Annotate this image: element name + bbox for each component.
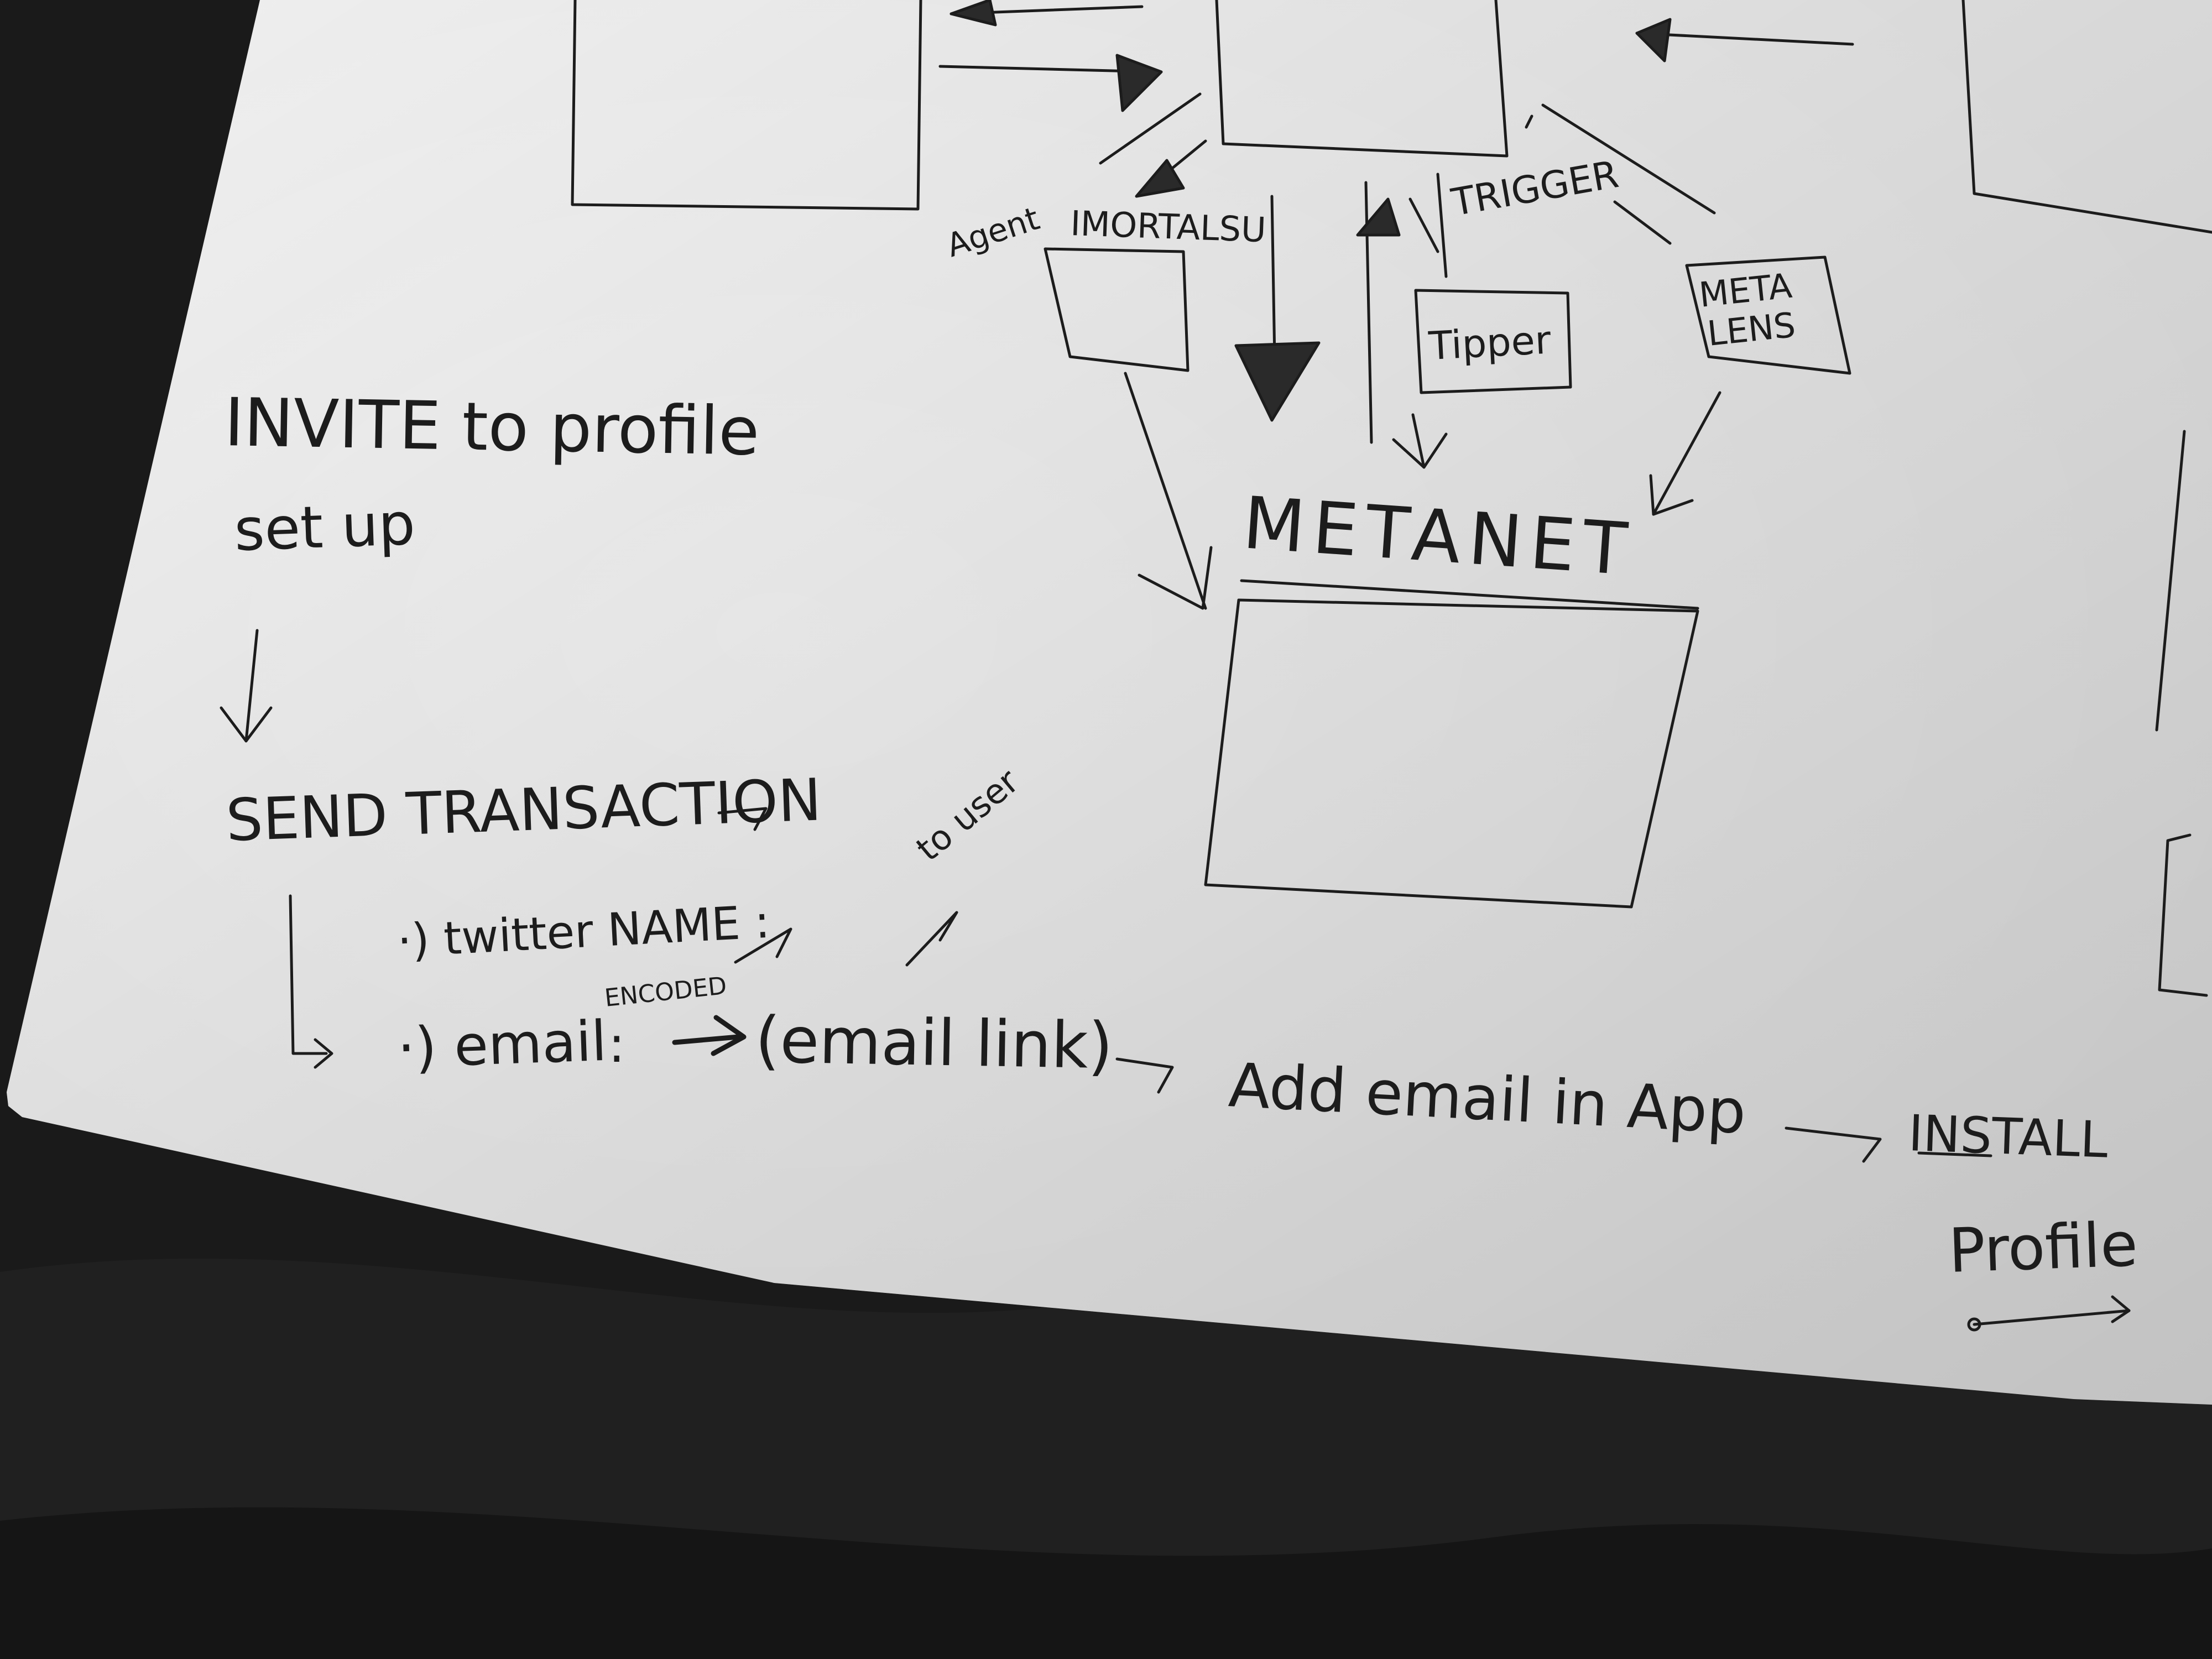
profile-underline-dot [1967, 1317, 1981, 1332]
send-arrow [717, 807, 768, 831]
flow-email-link: (email link) [755, 1003, 1114, 1083]
arrow-head-filled [1135, 159, 1185, 198]
metanet-underline [1240, 579, 1699, 610]
paper-shade [7, 0, 2212, 1405]
underline-install [1917, 1151, 1992, 1157]
arrow-line [1613, 200, 1672, 245]
metanet-box [1204, 598, 1699, 909]
install-arrow [1785, 1126, 1882, 1163]
arrow-line [1124, 372, 1207, 610]
arrow-line [1635, 32, 1854, 46]
label-lens: LENS [1705, 305, 1797, 354]
bracket-line [289, 894, 328, 1055]
arrow-head-filled [1115, 54, 1163, 112]
down-arrow-head [220, 706, 273, 743]
flow-profile: Profile [1947, 1209, 2138, 1286]
flow-invite-line2: set up [233, 491, 416, 564]
top-right-box [1961, 0, 2212, 234]
arrow-head-filled [950, 0, 997, 27]
email-link-arrow-head [711, 1015, 747, 1056]
bracket-arrow-head [314, 1038, 333, 1069]
right-edge-bracket [2158, 833, 2208, 997]
flow-install: INSTALL [1907, 1104, 2109, 1170]
link-arrow [905, 911, 958, 967]
arrow-line [1411, 413, 1426, 469]
down-arrow-line [244, 629, 259, 743]
arrow-line [1525, 114, 1533, 129]
tipper-box [1414, 289, 1572, 394]
top-center-box [1215, 0, 1509, 158]
fabric-fold [0, 1507, 2212, 1659]
arrow-line [1652, 391, 1721, 516]
arrow-line [1408, 197, 1439, 253]
profile-underline-arrow [1973, 1309, 2131, 1326]
metalens-box [1685, 255, 1851, 375]
arrow-head [1138, 546, 1213, 610]
arrow-head-filled [1234, 341, 1321, 422]
arrow-line [1541, 103, 1716, 215]
flow-email-colon: : [608, 1016, 625, 1074]
arrow-line [1270, 195, 1276, 361]
label-immortalsu: IMORTALSU [1070, 203, 1266, 250]
flow-email: ·) email [397, 1009, 608, 1081]
arrow-line [1099, 92, 1202, 165]
add-email-arrow [1115, 1057, 1174, 1094]
right-edge-bracket [2155, 430, 2186, 732]
profile-underline-head [2111, 1295, 2131, 1323]
arrow-line [1436, 173, 1448, 278]
email-link-arrow [672, 1034, 741, 1045]
label-meta: META [1697, 265, 1794, 315]
arrow-head [1649, 474, 1694, 516]
arrow-head-filled [1635, 18, 1672, 62]
top-left-box [571, 0, 922, 211]
arrow-head-filled [1356, 197, 1401, 237]
label-tipper: Tipper [1427, 317, 1552, 369]
flow-invite-line1: INVITE to profile [223, 384, 760, 471]
immortalsu-box [1044, 247, 1190, 372]
twitter-arrow [734, 927, 792, 964]
